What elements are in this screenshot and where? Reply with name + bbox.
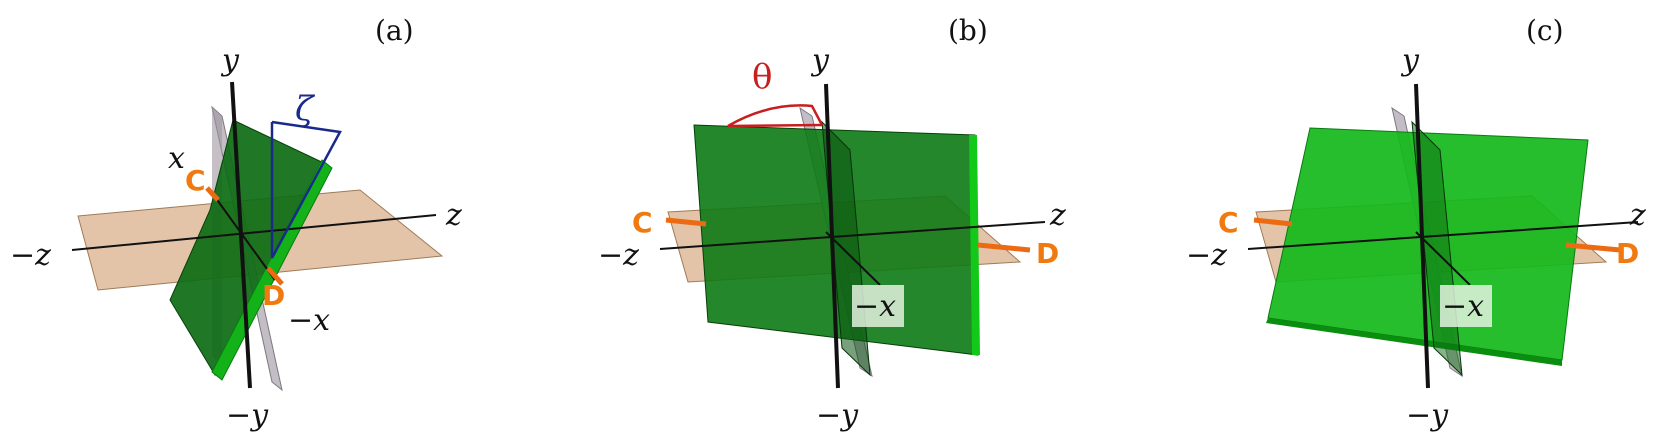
- axis-label-neg-z: −z: [1186, 238, 1227, 273]
- zeta-marker: [270, 120, 342, 259]
- point-label-c: C: [185, 164, 206, 197]
- axis-label-neg-y: −y: [226, 398, 269, 433]
- point-c-line: [665, 217, 707, 227]
- panel-c: (c) y −y −x z −z C D: [1186, 14, 1646, 433]
- panel-label-b: (b): [948, 14, 988, 47]
- point-c-line: [1253, 217, 1293, 227]
- axis-label-neg-y: −y: [816, 398, 859, 433]
- point-c-line: [205, 186, 220, 202]
- axis-label-pos-z: z: [1049, 198, 1066, 233]
- rotated-plane-edge: [969, 135, 980, 355]
- panel-label-a: (a): [375, 14, 414, 47]
- axis-x: [825, 231, 881, 286]
- point-d-line: [266, 266, 284, 286]
- axis-label-pos-x: x: [168, 141, 185, 176]
- axis-label-pos-y: y: [1400, 43, 1420, 78]
- theta-marker: [727, 104, 824, 128]
- axis-label-neg-z: −z: [598, 238, 639, 273]
- axis-y: [230, 81, 252, 389]
- point-label-d: D: [1036, 237, 1059, 270]
- axis-z: [1247, 221, 1639, 250]
- point-label-c: C: [632, 206, 653, 239]
- point-d-line: [977, 242, 1031, 253]
- point-label-c: C: [1218, 206, 1239, 239]
- axis-label-neg-x: −x: [854, 289, 896, 324]
- panel-label-c: (c): [1526, 14, 1564, 47]
- neg-x-label-box: [852, 285, 904, 327]
- panel-b: (b) y −y −x z −z C D θ: [598, 14, 1066, 433]
- angle-label-zeta: ζ: [295, 89, 316, 129]
- axis-label-pos-z: z: [445, 198, 462, 233]
- neg-x-label-box: [1440, 285, 1492, 327]
- axis-z: [71, 214, 437, 251]
- point-d-line: [1565, 242, 1621, 253]
- axis-label-neg-z: −z: [10, 238, 51, 273]
- axis-label-pos-y: y: [220, 43, 240, 78]
- angle-label-theta: θ: [752, 57, 772, 97]
- axis-label-pos-z: z: [1629, 198, 1646, 233]
- point-label-d: D: [1616, 237, 1639, 270]
- theta-marker-base: [727, 123, 823, 128]
- axis-x: [1415, 231, 1471, 286]
- axis-label-neg-x: −x: [1442, 289, 1484, 324]
- axis-label-pos-y: y: [810, 43, 830, 78]
- panel-a: (a) y −y x −x z −z C D ζ: [10, 14, 462, 433]
- axis-label-neg-y: −y: [1406, 398, 1449, 433]
- rotated-plane-edge: [1266, 318, 1562, 366]
- axis-z: [659, 221, 1046, 250]
- axis-label-neg-x: −x: [288, 303, 330, 338]
- axis-x: [209, 189, 276, 281]
- point-label-d: D: [262, 279, 285, 312]
